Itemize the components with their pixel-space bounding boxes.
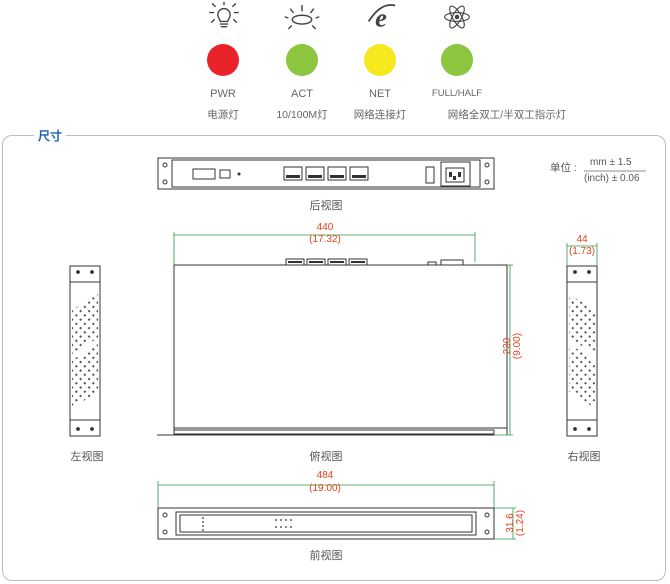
net-led-dot: [364, 44, 396, 76]
side-width-mm: 44: [576, 234, 588, 245]
network-e-icon: e: [367, 3, 396, 32]
net-desc: 网络连接灯: [353, 109, 407, 121]
unit-mm: mm ± 1.5: [590, 157, 632, 168]
top-port-pins: [288, 261, 365, 263]
front-led-marks: [202, 517, 292, 531]
act-led-dot: [286, 44, 318, 76]
fullhalf-label: FULL/HALF: [431, 88, 483, 99]
top-view-caption: 俯视图: [309, 451, 343, 463]
rear-view-drawing: [157, 157, 495, 190]
top-view-drawing: [157, 258, 508, 436]
front-width-mm: 484: [316, 470, 334, 481]
pwr-label: PWR: [210, 88, 236, 100]
fullhalf-led-dot: [441, 44, 473, 76]
act-desc: 10/100M灯: [276, 109, 328, 121]
right-view-caption: 右视图: [567, 451, 601, 463]
front-view-dimension-lines: [157, 481, 516, 540]
front-view-drawing: [157, 507, 495, 540]
top-width-mm: 440: [316, 222, 334, 233]
rear-port-pins: [286, 172, 461, 180]
activity-light-icon: [284, 4, 320, 30]
lightbulb-icon: [209, 2, 239, 28]
unit-label: 单位 :: [550, 162, 577, 174]
fullhalf-desc: 网络全双工/半双工指示灯: [447, 109, 567, 121]
pwr-desc: 电源灯: [207, 109, 239, 121]
dimensions-frame: [2, 135, 666, 581]
left-view-caption: 左视图: [70, 451, 104, 463]
top-view-dimension-lines: [173, 232, 513, 436]
atom-icon: [444, 5, 470, 29]
net-label: NET: [369, 88, 391, 100]
rear-view-caption: 后视图: [309, 200, 343, 212]
pwr-led-dot: [207, 44, 239, 76]
unit-inch: (inch) ± 0.06: [584, 173, 640, 184]
front-view-caption: 前视图: [309, 550, 343, 562]
side-width-in: (1.73): [568, 246, 596, 257]
top-depth-in: (9.00): [512, 332, 523, 360]
front-width-in: (19.00): [309, 483, 341, 494]
right-view-dimension-lines: [566, 243, 598, 266]
front-height-in: (1.24): [515, 509, 526, 537]
act-label: ACT: [291, 88, 313, 100]
left-view-drawing: [69, 265, 101, 437]
section-title: 尺寸: [34, 127, 67, 144]
right-view-drawing: [566, 265, 598, 437]
top-width-in: (17.32): [309, 234, 341, 245]
